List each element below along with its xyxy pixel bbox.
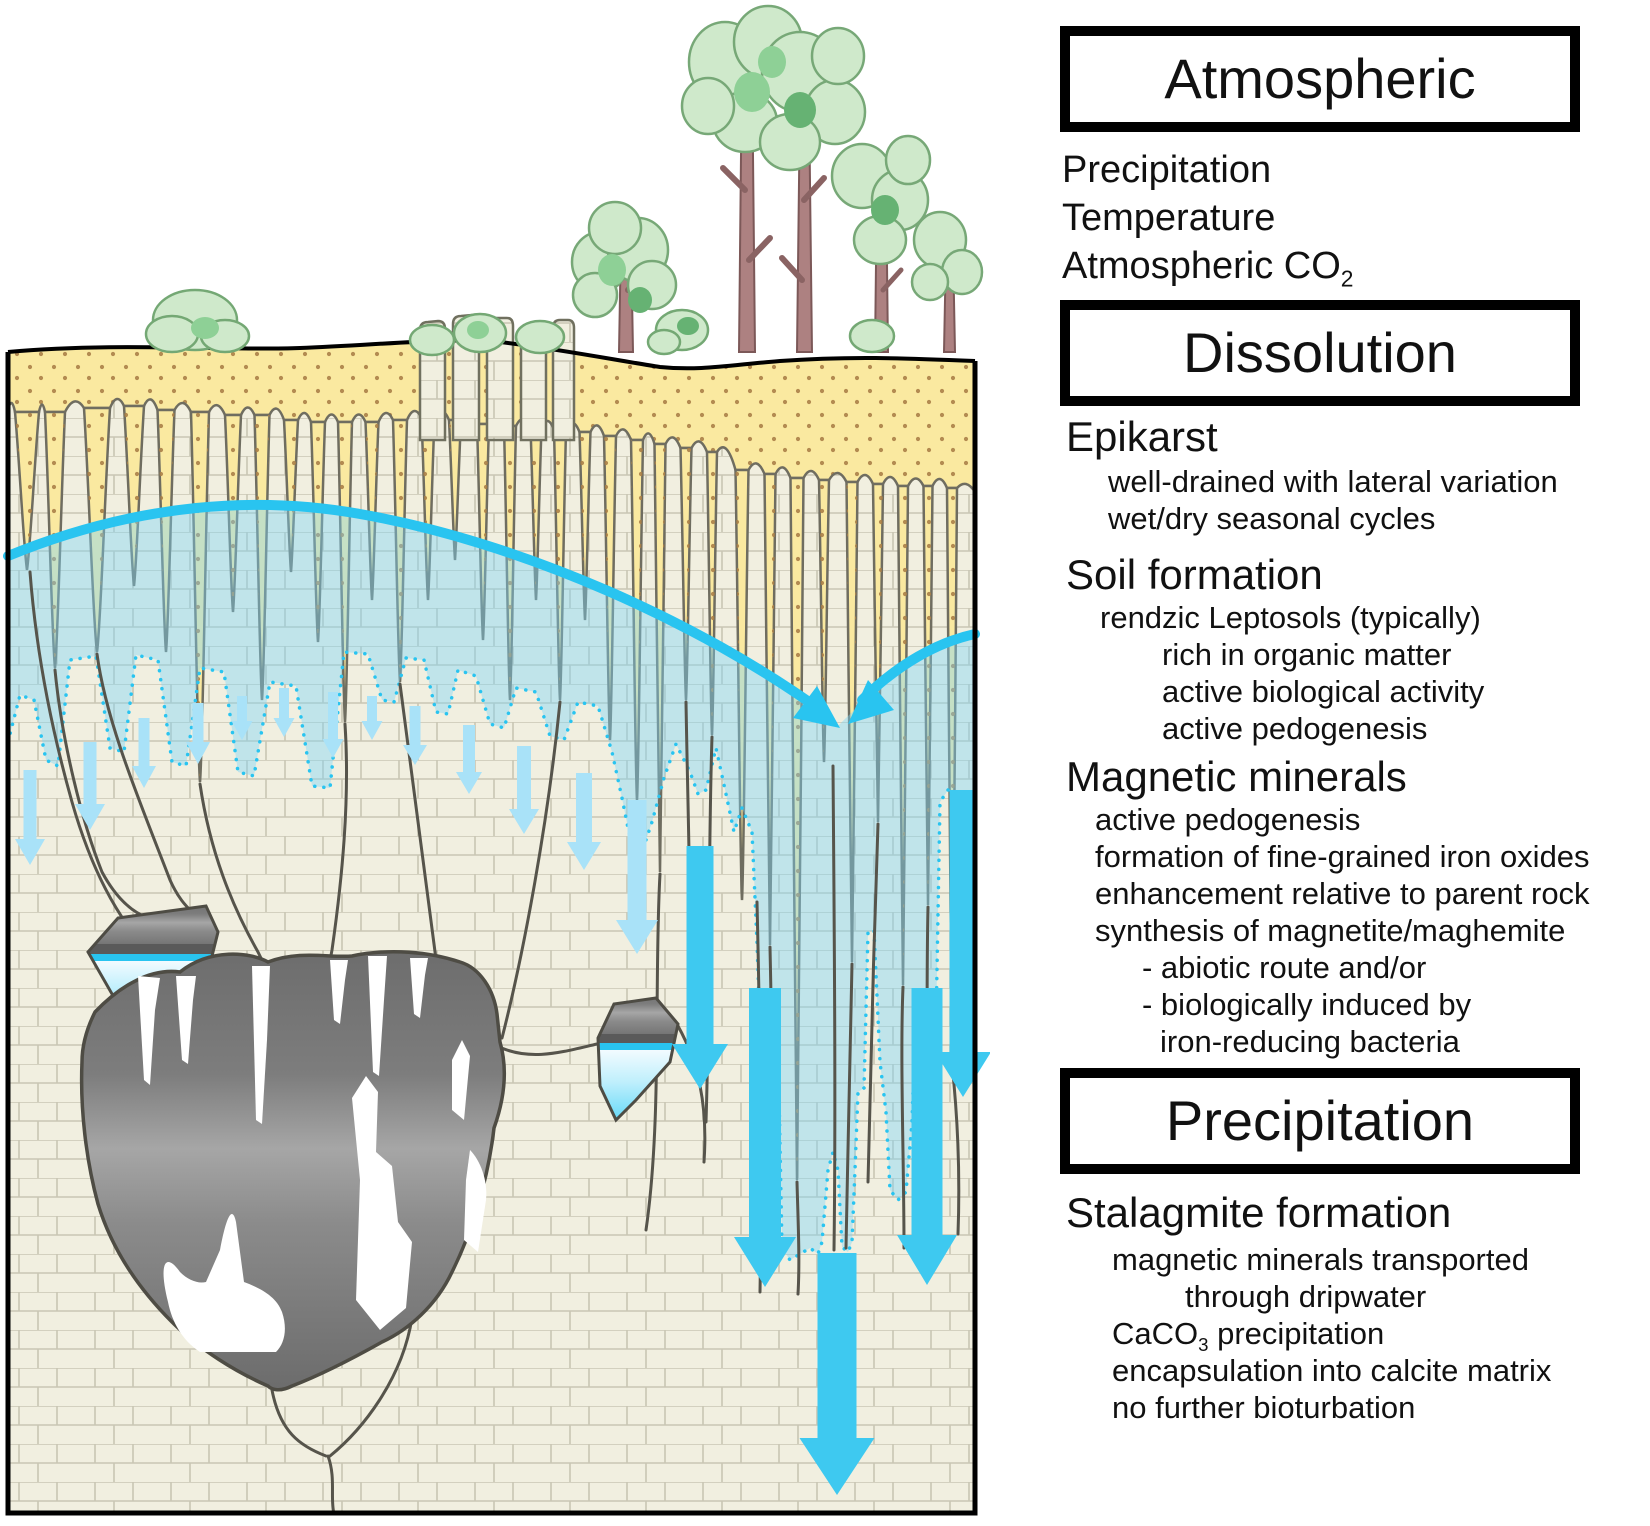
stalagmite-item: encapsulation into calcite matrix bbox=[1112, 1353, 1552, 1388]
bushes bbox=[144, 288, 896, 357]
down-arrow-icon bbox=[616, 800, 658, 954]
stalagmite-item: CaCO3 precipitation bbox=[1112, 1316, 1385, 1356]
magnetic-item: formation of fine-grained iron oxides bbox=[1095, 839, 1590, 874]
down-arrow-icon bbox=[456, 725, 482, 794]
down-arrow-icon bbox=[15, 770, 45, 865]
magnetic-item: - abiotic route and/or bbox=[1142, 950, 1427, 985]
tree bbox=[680, 4, 867, 353]
down-arrow-icon bbox=[322, 692, 344, 758]
epikarst-item: well-drained with lateral variation bbox=[1108, 464, 1558, 499]
down-arrow-icon bbox=[186, 703, 210, 764]
fissure-cracks bbox=[28, 570, 961, 1516]
atmospheric-title: Atmospheric bbox=[1164, 47, 1476, 110]
karst-cross-section bbox=[3, 4, 990, 1516]
stalagmite-item: through dripwater bbox=[1185, 1279, 1427, 1314]
down-arrow-icon bbox=[672, 846, 728, 1089]
atmospheric-box: Atmospheric bbox=[1060, 26, 1580, 132]
stalagmite-item: magnetic minerals transported bbox=[1112, 1242, 1529, 1277]
stalagmite-item: no further bioturbation bbox=[1112, 1390, 1416, 1425]
down-arrow-icon bbox=[799, 1253, 875, 1495]
atmospheric-item: Temperature bbox=[1062, 197, 1276, 239]
dissolution-title: Dissolution bbox=[1183, 321, 1457, 384]
epikarst-heading: Epikarst bbox=[1066, 413, 1218, 460]
saturated-zone bbox=[6, 504, 977, 1263]
wetting-front-dotted-line bbox=[6, 650, 977, 1263]
tree bbox=[910, 210, 984, 353]
soil-formation-heading: Soil formation bbox=[1066, 551, 1323, 598]
water-table-arc bbox=[3, 499, 980, 728]
epikarst-item: wet/dry seasonal cycles bbox=[1108, 501, 1436, 536]
soil-item: active pedogenesis bbox=[1162, 711, 1428, 746]
soil-item: active biological activity bbox=[1162, 674, 1485, 709]
magnetic-item: active pedogenesis bbox=[1095, 802, 1361, 837]
vegetation bbox=[144, 4, 984, 357]
stalagmite-heading: Stalagmite formation bbox=[1066, 1189, 1452, 1236]
arc-arrowhead-left bbox=[793, 686, 840, 728]
magnetic-item: iron-reducing bacteria bbox=[1160, 1024, 1460, 1059]
soil-item: rendzic Leptosols (typically) bbox=[1100, 600, 1481, 635]
large-cave bbox=[79, 949, 506, 1392]
soil-shape bbox=[15, 406, 957, 1180]
magnetic-item: synthesis of magnetite/maghemite bbox=[1095, 913, 1566, 948]
speleothems bbox=[138, 956, 487, 1352]
arc-arrowhead-right bbox=[848, 680, 894, 724]
soil-item: rich in organic matter bbox=[1162, 637, 1452, 672]
down-arrow-icon bbox=[132, 718, 156, 788]
dissolution-box: Dissolution bbox=[1060, 300, 1580, 406]
magnetic-minerals-heading: Magnetic minerals bbox=[1066, 753, 1407, 800]
infiltration-arrows-pale bbox=[15, 688, 658, 954]
down-arrow-icon bbox=[231, 696, 253, 740]
precipitation-title: Precipitation bbox=[1165, 1089, 1475, 1152]
atmospheric-item: Precipitation bbox=[1062, 149, 1272, 191]
tree bbox=[570, 200, 678, 353]
down-arrow-icon bbox=[273, 688, 295, 737]
precipitation-box: Precipitation bbox=[1060, 1068, 1580, 1174]
atmospheric-item: Atmospheric CO2 bbox=[1062, 245, 1354, 292]
down-arrow-icon bbox=[403, 706, 427, 765]
magnetic-item: enhancement relative to parent rock bbox=[1095, 876, 1590, 911]
tree bbox=[830, 134, 932, 353]
down-arrow-icon bbox=[509, 746, 539, 834]
down-arrow-icon bbox=[361, 696, 383, 740]
saturated-zone-fill bbox=[8, 504, 975, 1261]
down-arrow-icon bbox=[75, 742, 105, 830]
down-arrow-icon bbox=[567, 773, 601, 870]
magnetic-item: - biologically induced by bbox=[1142, 987, 1472, 1022]
down-arrow-icon bbox=[734, 988, 796, 1287]
